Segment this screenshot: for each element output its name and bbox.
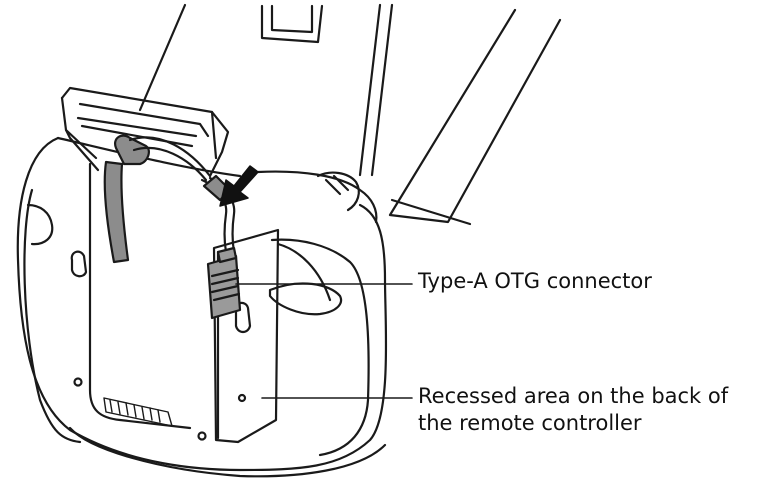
recessed-area-label-line2: the remote controller	[418, 411, 642, 435]
tablet-display	[138, 3, 562, 226]
speaker-grille	[103, 397, 173, 427]
leader-lines	[235, 283, 413, 399]
recessed-area-label: Recessed area on the back of the remote …	[418, 383, 728, 437]
arrow-down-left-icon	[219, 165, 259, 207]
recessed-area-label-line1: Recessed area on the back of	[418, 384, 729, 408]
cable-strap	[103, 134, 212, 264]
controller-body	[16, 136, 388, 478]
otg-connector-label: Type-A OTG connector	[418, 269, 652, 293]
holder-bracket	[60, 86, 230, 178]
otg-connector	[206, 246, 242, 320]
